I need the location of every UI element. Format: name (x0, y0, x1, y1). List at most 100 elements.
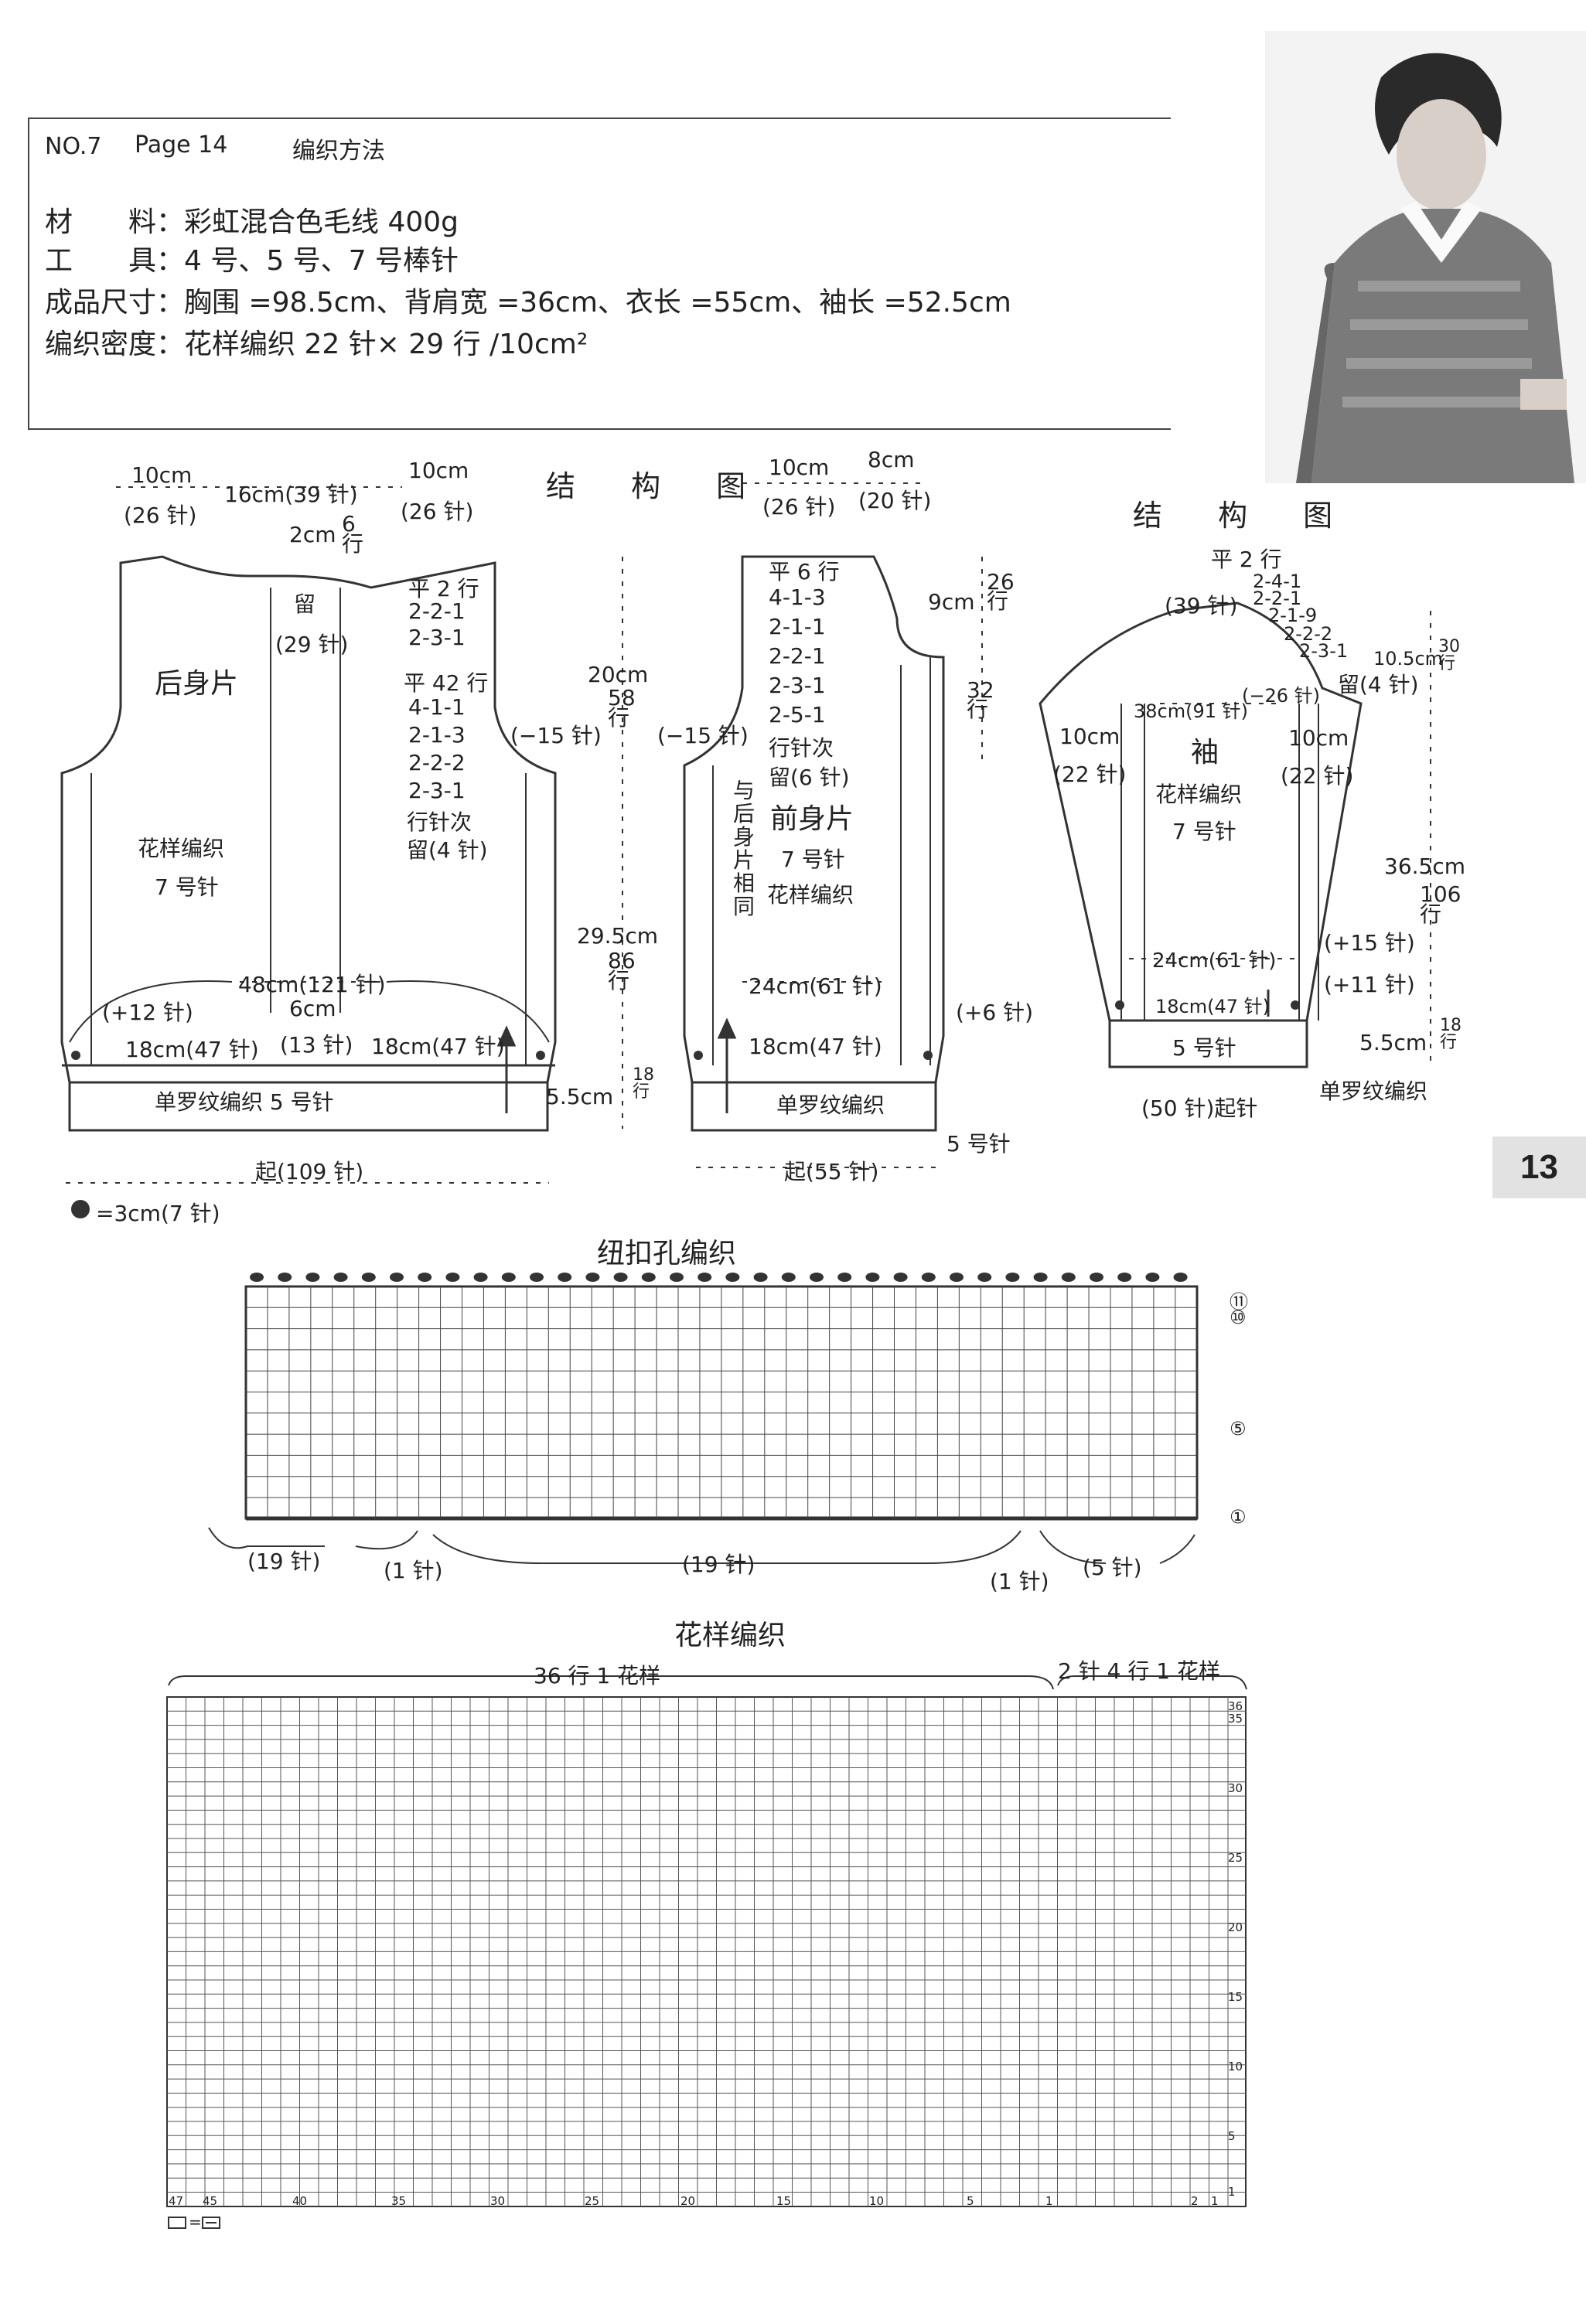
back-cast-on: 起(109 针) (255, 1159, 364, 1184)
back-mid: 6cm (289, 996, 336, 1021)
col-num-30: 30 (490, 2194, 506, 2208)
front-neck-rows: 26行 (987, 569, 1015, 614)
bind-off-dot (361, 1273, 376, 1282)
back-name: 后身片 (155, 668, 239, 700)
sleeve-cap-1: 2-2-1 (1253, 588, 1302, 609)
bind-off-dot (977, 1273, 992, 1282)
sleeve-bottom: 18cm(47 针) (1155, 996, 1271, 1017)
bind-off-dot (670, 1273, 684, 1282)
back-top-left: 10cm (131, 462, 193, 488)
sleeve-side-r-st: (22 针) (1281, 763, 1354, 789)
bind-off-dot (697, 1273, 712, 1282)
front-top-left: 10cm (769, 455, 830, 480)
bind-off-dot (305, 1273, 320, 1282)
bh-row-10: ⑩ (1230, 1307, 1247, 1328)
back-armhole-4: 2-3-1 (408, 778, 466, 803)
sleeve-cap-st: (39 针) (1165, 593, 1238, 618)
page-number-tab: 13 (1492, 1136, 1586, 1198)
col-num-40: 40 (292, 2194, 308, 2208)
back-shoulder-2: 2-3-1 (408, 625, 466, 650)
front-needle-rib: 5 号针 (946, 1131, 1011, 1157)
sleeve-cap-4: 2-3-1 (1299, 640, 1349, 662)
front-pattern: 花样编织 (767, 882, 854, 908)
back-top-left-st: (26 针) (124, 503, 197, 528)
sleeve-cuff-h: 5.5cm (1359, 1030, 1427, 1055)
back-side-left: 18cm(47 针) (125, 1037, 259, 1062)
back-shoulder-1: 2-2-1 (408, 598, 466, 624)
buttonhole-title: 纽扣孔编织 (597, 1238, 737, 1269)
front-armhole-dec: (−15 针) (657, 723, 749, 748)
col-num-20: 20 (680, 2194, 696, 2208)
bind-off-dot (950, 1273, 964, 1282)
bind-off-dot (893, 1273, 908, 1282)
back-top-mid: 16cm(39 针) (224, 482, 358, 507)
col-num-15: 15 (776, 2194, 792, 2208)
bind-off-dot (473, 1273, 488, 1282)
front-neck-dec-4: 2-3-1 (769, 673, 826, 698)
front-rib: 单罗纹编织 (776, 1092, 885, 1118)
sleeve-mid: 24cm(61 针) (1152, 949, 1277, 973)
bind-off-dot (810, 1273, 824, 1282)
front-neck-dec-5: 2-5-1 (769, 702, 826, 728)
front-top-right: 8cm (868, 447, 915, 472)
back-shoulder-0: 平 2 行 (408, 576, 479, 601)
sleeve-len: 36.5cm (1384, 854, 1466, 879)
sleeve-side-l-st: (22 针) (1053, 762, 1127, 787)
sleeve-rib: 单罗纹编织 (1319, 1079, 1428, 1104)
bh-bottom-4: (5 针) (1083, 1555, 1142, 1580)
bh-row-1: ① (1230, 1506, 1247, 1528)
bh-bottom-1: (1 针) (384, 1558, 443, 1583)
back-armhole-1: 4-1-1 (408, 694, 466, 720)
bind-off-dot (837, 1273, 852, 1282)
back-side-right: 18cm(47 针) (371, 1034, 505, 1059)
bh-row-11: ⑪ (1230, 1291, 1248, 1313)
model-photo (1265, 31, 1586, 483)
col-num-1b: 1 (1211, 2194, 1219, 2208)
bind-off-dot (418, 1273, 432, 1282)
legend-equals: = (189, 2213, 202, 2231)
back-pattern: 花样编织 (138, 836, 225, 861)
bind-off-dot (1005, 1273, 1020, 1282)
bind-off-dot (250, 1273, 264, 1282)
sleeve-inc2: (+11 针) (1324, 972, 1415, 997)
bind-off-dot (1033, 1273, 1048, 1282)
back-height-armhole: 20cm (588, 662, 649, 687)
bind-off-dot (1173, 1273, 1188, 1282)
back-needle: 7 号针 (155, 874, 219, 900)
row-num-5: 5 (1228, 2129, 1236, 2143)
bind-off-dot (753, 1273, 768, 1282)
back-armhole-5: 行针次 (407, 809, 472, 835)
sleeve-cap-2: 2-1-9 (1268, 605, 1318, 626)
back-neck-rows: 6行 (342, 511, 364, 557)
header-box (28, 118, 1171, 430)
sleeve-cap-h: 10.5cm (1373, 648, 1444, 670)
sleeve-side-l: 10cm (1059, 724, 1120, 749)
bind-off-dot (333, 1273, 348, 1282)
front-inc: (+6 针) (956, 1000, 1034, 1025)
sleeve-pattern: 花样编织 (1155, 782, 1243, 807)
row-num-30: 30 (1228, 1781, 1243, 1795)
sleeve-cast-on: (50 针)起针 (1141, 1096, 1258, 1121)
pattern-chart-title: 花样编织 (674, 1620, 786, 1651)
row-num-25: 25 (1228, 1851, 1243, 1865)
sleeve-side-r: 10cm (1288, 725, 1349, 751)
back-top-right-st: (26 针) (401, 499, 474, 524)
front-neck-dec-1: 4-1-3 (769, 584, 826, 610)
back-rows-rib: 18行 (633, 1065, 654, 1102)
front-neck-rows2: 32行 (967, 677, 994, 722)
sleeve-cap-top: 平 2 行 (1211, 547, 1282, 572)
front-needle: 7 号针 (781, 847, 845, 872)
pattern-repeat-b: 2 针 4 行 1 花样 (1058, 1658, 1220, 1684)
front-neck-dec-6: 行针次 (769, 735, 834, 761)
page-ref: Page 14 (135, 131, 228, 158)
back-rows-armhole: 58行 (608, 685, 636, 731)
front-top-left-st: (26 针) (762, 494, 836, 520)
bind-off-dot (781, 1273, 796, 1282)
pattern-repeat-a: 36 行 1 花样 (534, 1663, 661, 1688)
bind-off-dot (390, 1273, 404, 1282)
sleeve-cap-rows: 30行 (1438, 637, 1460, 673)
sleeve-outline (1039, 601, 1363, 1068)
method-title: 编织方法 (292, 138, 385, 165)
row-num-1: 1 (1228, 2185, 1236, 2199)
bh-bottom-2: (19 针) (682, 1552, 755, 1577)
